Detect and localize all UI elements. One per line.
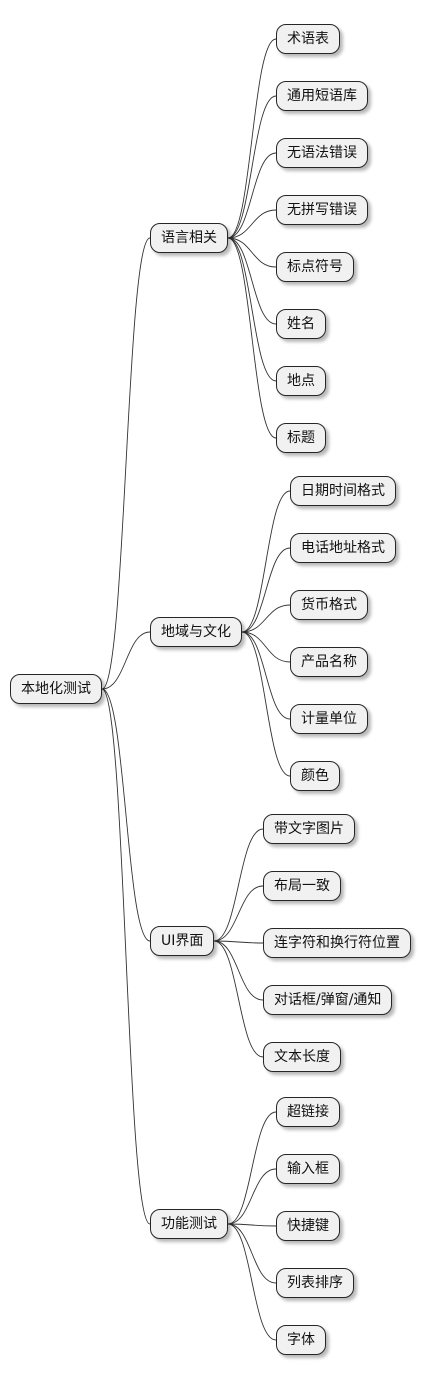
connector-line	[241, 631, 291, 663]
leaf-node: 计量单位	[290, 704, 368, 734]
leaf-node: 颜色	[290, 761, 340, 791]
leaf-node: 带文字图片	[263, 814, 355, 844]
connector-line	[101, 688, 151, 1225]
connector-line	[227, 209, 277, 239]
connector-line	[213, 940, 264, 1058]
connector-line	[227, 38, 277, 239]
connector-line	[227, 237, 277, 325]
leaf-node: 标点符号	[276, 252, 354, 282]
connector-line	[213, 828, 264, 942]
leaf-node: 日期时间格式	[290, 476, 396, 506]
connector-line	[241, 490, 291, 633]
connector-line	[213, 885, 264, 942]
branch-node-ui: UI界面	[150, 926, 215, 956]
leaf-node: 无语法错误	[276, 138, 368, 168]
leaf-node: 产品名称	[290, 647, 368, 677]
connector-line	[227, 237, 277, 268]
connector-line	[227, 1223, 277, 1284]
leaf-node: 电话地址格式	[290, 533, 396, 563]
leaf-node: 通用短语库	[276, 81, 368, 111]
branch-node-functional: 功能测试	[150, 1209, 228, 1239]
leaf-node: 术语表	[276, 24, 340, 54]
branch-node-region-culture: 地域与文化	[150, 617, 242, 647]
leaf-node: 快捷键	[276, 1211, 340, 1241]
connector-line	[227, 95, 277, 239]
connector-line	[213, 940, 264, 944]
connector-line	[101, 237, 151, 690]
leaf-node: 文本长度	[263, 1042, 341, 1072]
connector-line	[241, 547, 291, 633]
connector-line	[227, 1168, 277, 1225]
connector-line	[227, 152, 277, 239]
leaf-node: 输入框	[276, 1154, 340, 1184]
connector-line	[241, 631, 291, 720]
connector-line	[227, 237, 277, 439]
branch-node-language: 语言相关	[150, 223, 228, 253]
connector-line	[227, 1223, 277, 1341]
connector-line	[227, 1223, 277, 1227]
connector-line	[241, 604, 291, 633]
leaf-node: 对话框/弹窗/通知	[263, 985, 393, 1015]
connector-line	[227, 237, 277, 382]
leaf-node: 列表排序	[276, 1268, 354, 1298]
connector-line	[101, 631, 151, 690]
connector-line	[241, 631, 291, 777]
leaf-node: 超链接	[276, 1097, 340, 1127]
connector-line	[227, 1111, 277, 1225]
leaf-node: 标题	[276, 423, 326, 453]
leaf-node: 无拼写错误	[276, 195, 368, 225]
leaf-node: 布局一致	[263, 871, 341, 901]
leaf-node: 连字符和换行符位置	[263, 928, 411, 958]
leaf-node: 字体	[276, 1325, 326, 1355]
leaf-node: 地点	[276, 366, 326, 396]
leaf-node: 货币格式	[290, 590, 368, 620]
connector-line	[101, 688, 151, 942]
root-node: 本地化测试	[10, 674, 102, 704]
connector-line	[213, 940, 264, 1001]
leaf-node: 姓名	[276, 309, 326, 339]
